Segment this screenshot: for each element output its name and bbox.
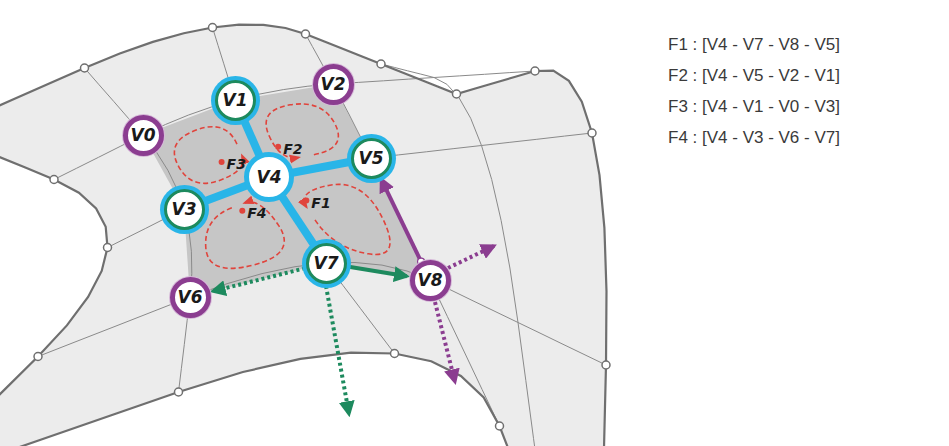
boundary-vertex xyxy=(496,422,504,430)
vertex-label: V6 xyxy=(178,289,203,306)
face-loop xyxy=(206,202,285,268)
face-loop xyxy=(266,104,338,158)
mesh-line xyxy=(381,64,549,446)
face-label: F2 xyxy=(283,142,302,156)
vertex-circle: V5 xyxy=(351,138,392,179)
vertex-circle: V0 xyxy=(123,115,164,156)
boundary-vertex xyxy=(531,67,539,75)
face-label: F4 xyxy=(247,206,266,220)
vertex-circle: V2 xyxy=(313,64,354,105)
boundary-vertex xyxy=(588,129,596,137)
vertex-circle: V3 xyxy=(164,189,205,230)
boundary-vertex xyxy=(209,24,217,32)
mesh-line xyxy=(85,68,192,392)
face-dot xyxy=(219,159,225,165)
face-definition: F3 : [V4 - V1 - V0 - V3] xyxy=(668,97,840,117)
vertex-label: V5 xyxy=(359,150,384,167)
boundary-vertex xyxy=(104,244,112,252)
vertex-circle: V8 xyxy=(410,260,451,301)
boundary-vertex xyxy=(50,176,58,184)
boundary-vertex xyxy=(81,64,89,72)
edge-connector xyxy=(347,267,407,277)
mesh-line xyxy=(306,34,500,426)
mesh-line xyxy=(108,133,593,248)
face-loop xyxy=(174,127,243,184)
boundary-vertex xyxy=(302,30,310,38)
boundary-vertex xyxy=(602,361,610,369)
edge-connector xyxy=(290,161,355,173)
face-dot xyxy=(239,208,245,214)
edge-connector xyxy=(213,268,305,291)
face-label: F1 xyxy=(311,196,330,210)
vertex-circle: V4 xyxy=(244,152,294,202)
vertex-label: V3 xyxy=(172,201,197,218)
face-label: F3 xyxy=(227,157,246,171)
vertex-label: V2 xyxy=(321,76,346,93)
face-definition: F1 : [V4 - V7 - V8 - V5] xyxy=(668,35,840,55)
face-definition: F4 : [V4 - V3 - V6 - V7] xyxy=(668,128,840,148)
edge-connector xyxy=(199,184,249,203)
mesh-surface xyxy=(0,25,607,446)
dotted-arrow xyxy=(448,246,494,268)
dotted-arrow xyxy=(435,302,455,382)
vertex-label: V1 xyxy=(223,92,248,109)
boundary-vertex xyxy=(175,388,183,396)
vertex-circle: V1 xyxy=(215,80,256,121)
edge-connector xyxy=(381,179,420,260)
mesh-line xyxy=(54,71,535,180)
vertex-label: V7 xyxy=(314,255,339,272)
boundary-vertex xyxy=(34,353,42,361)
face-dot xyxy=(275,144,281,150)
edge-connector xyxy=(242,115,261,158)
vertex-label: V0 xyxy=(131,127,156,144)
vertex-label: V8 xyxy=(418,272,443,289)
boundary-vertex xyxy=(453,90,461,98)
face-definition: F2 : [V4 - V5 - V2 - V1] xyxy=(668,66,840,86)
vertex-circle: V6 xyxy=(170,277,211,318)
boundary-vertex xyxy=(391,350,399,358)
boundary-vertex xyxy=(377,60,385,68)
mesh-border xyxy=(0,25,607,446)
vertex-label: V4 xyxy=(257,169,282,186)
vertex-circle: V7 xyxy=(306,243,347,284)
direction-arrows xyxy=(326,246,494,414)
dotted-arrow xyxy=(326,286,349,414)
face-dot xyxy=(303,198,309,204)
